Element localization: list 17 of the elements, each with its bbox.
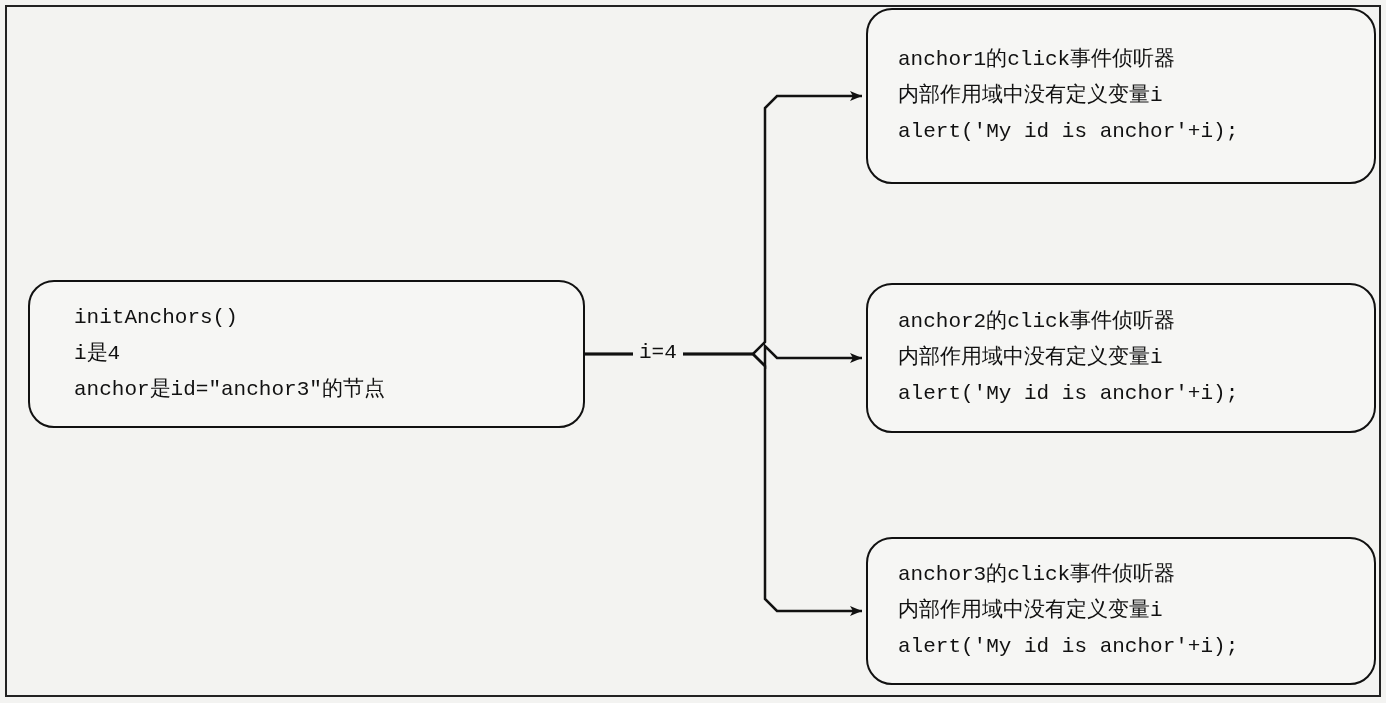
code-text: anchor2的click事件侦听器 (898, 308, 1177, 335)
code-text: 内部作用域中没有定义变量i (898, 344, 1164, 371)
rounded-box (866, 8, 1376, 184)
arrow (585, 352, 862, 616)
code-text: anchor1的click事件侦听器 (898, 46, 1177, 73)
code-text: initAnchors() (74, 305, 239, 331)
code-text: alert('My id is anchor'+i); (898, 119, 1240, 145)
code-text: alert('My id is anchor'+i); (898, 634, 1240, 660)
code-text: i是4 (74, 341, 122, 367)
rounded-box (866, 537, 1376, 685)
code-text: 内部作用域中没有定义变量i (898, 597, 1164, 624)
rounded-box (28, 280, 585, 428)
code-text: anchor3的click事件侦听器 (898, 561, 1177, 588)
code-text: anchor是id="anchor3"的节点 (74, 376, 386, 403)
code-text: alert('My id is anchor'+i); (898, 381, 1240, 407)
rounded-box (866, 283, 1376, 433)
code-text: 内部作用域中没有定义变量i (898, 82, 1164, 109)
